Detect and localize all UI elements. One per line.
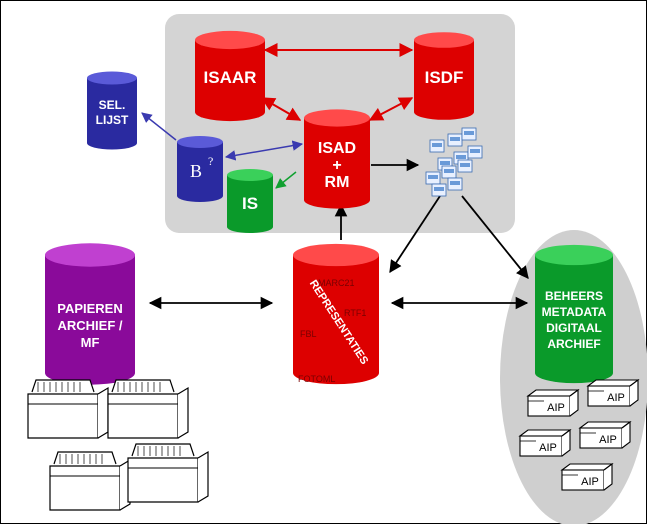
arrow-documents-representaties [389,195,441,274]
document-icon [457,159,473,173]
aip-label: AIP [581,476,599,488]
isdf-label: ISDF [425,68,464,87]
aip-box: AIP [518,428,572,457]
arrow-isad-is [275,171,297,189]
arrow-b-isad [224,140,304,161]
is-label: IS [242,194,258,213]
document-icon [461,127,477,141]
document-icon [431,183,447,197]
aip-label: AIP [539,442,557,454]
is-cylinder [227,169,273,233]
aip-box: AIP [586,378,640,407]
papieren-label-line3: MF [81,335,100,350]
document-icon [425,171,441,185]
document-icon [447,133,463,147]
documents-icon-cluster [425,127,483,197]
archive-box [49,451,131,511]
aip-box: AIP [560,462,614,491]
isdf-cylinder [414,32,474,120]
isaar-cylinder [195,30,265,122]
document-icon [467,145,483,159]
sel-lijst-label-line1: SEL. [99,98,126,112]
isad-cylinder [304,109,370,209]
document-icon [447,177,463,191]
aip-box: AIP [526,388,580,417]
papieren-label-line2: ARCHIEF / [58,318,123,333]
rep-faint-item: FBL [300,329,317,339]
archive-box [127,443,209,503]
arrow-documents-beheers [461,195,529,279]
beheers-label-line1: BEHEERS [545,289,603,303]
b-cylinder [177,136,223,202]
aip-boxes: AIP AIP AIP AIP AIP [518,378,640,491]
sel-lijst-cylinder [87,71,137,150]
papieren-label-line1: PAPIEREN [57,301,123,316]
aip-label: AIP [547,402,565,414]
document-icon [429,139,445,153]
arrow-isaar-isad [260,97,302,121]
representaties-cylinder [293,243,379,385]
archive-box [27,379,109,439]
arrow-b-sellijst [141,112,177,141]
archive-box [107,379,189,439]
beheers-label-line2: METADATA [542,305,607,319]
aip-box: AIP [578,420,632,449]
beheers-label-line3: DIGITAAL [546,321,602,335]
rep-faint-item: FOTOML [298,374,335,384]
beheers-metadata-cylinder [535,244,613,384]
b-superscript: ? [208,154,213,168]
rep-faint-item: RTF1 [344,308,366,318]
beheers-label-line4: ARCHIEF [547,337,600,351]
aip-label: AIP [599,434,617,446]
paper-archive-boxes [27,379,209,511]
rep-faint-item: MARC21 [318,278,355,288]
papieren-archief-cylinder [45,243,135,385]
isaar-label: ISAAR [204,68,257,87]
sel-lijst-label-line2: LIJST [96,113,129,127]
isad-label-line2: + [332,157,341,174]
document-icon [441,165,457,179]
aip-label: AIP [607,392,625,404]
arrow-isdf-isad [368,97,414,121]
b-label: B [190,161,202,181]
isad-label-line3: RM [325,174,350,191]
isad-label-line1: ISAD [318,140,356,157]
